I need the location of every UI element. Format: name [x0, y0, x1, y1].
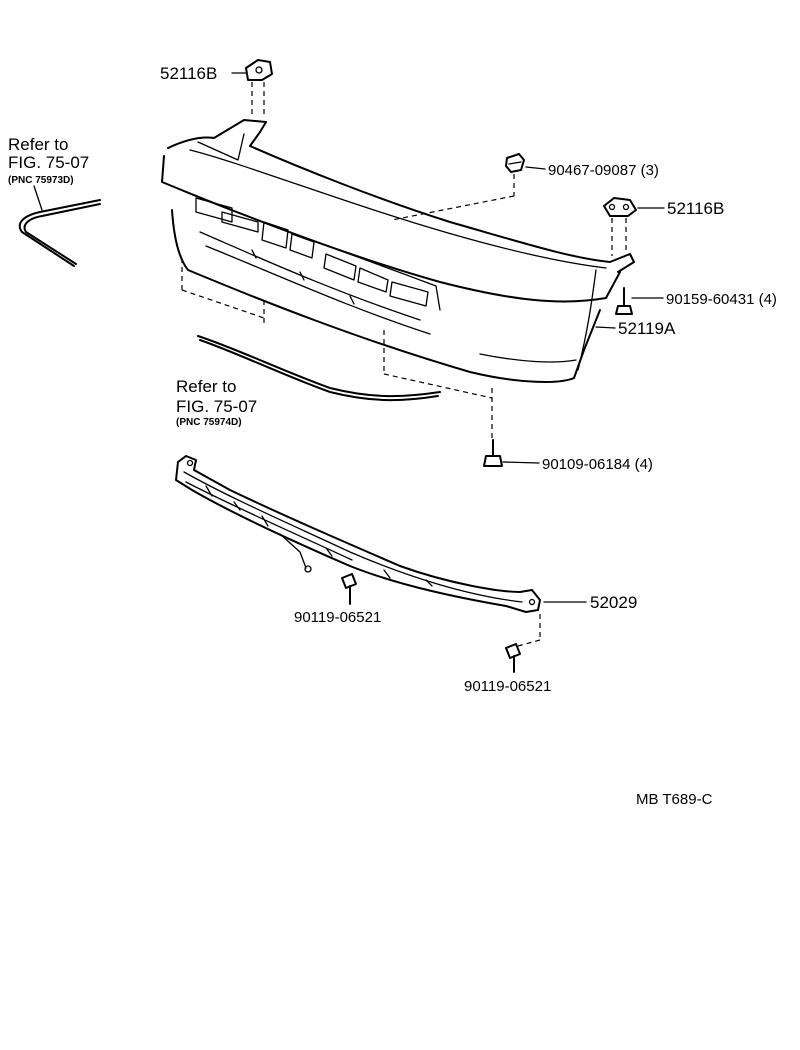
ref-note-lower: Refer to FIG. 75-07 (PNC 75974D) [176, 377, 257, 428]
label-bolt-cover: 90109-06184 (4) [542, 456, 653, 473]
clip-90467[interactable] [391, 153, 525, 221]
bracket-left[interactable] [245, 59, 273, 118]
label-cover: 52119A [618, 319, 676, 338]
label-clip: 90467-09087 (3) [548, 162, 659, 179]
svg-text:(PNC 75974D): (PNC 75974D) [176, 417, 242, 428]
svg-text:Refer to: Refer to [8, 135, 68, 154]
label-screw: 90159-60431 (4) [666, 291, 777, 308]
reinforcement-52029[interactable] [175, 455, 541, 647]
label-bolt-left: 90119-06521 [294, 609, 381, 626]
diagram-code: MB T689-C [636, 791, 713, 808]
molding-lower[interactable] [197, 335, 441, 402]
bolt-90119-left[interactable] [341, 573, 357, 605]
bracket-right[interactable] [603, 197, 637, 256]
screw-90159[interactable] [615, 287, 633, 315]
bolt-90109[interactable] [483, 439, 503, 467]
bumper-cover-52119A[interactable] [161, 119, 635, 438]
bolt-90119-right[interactable] [505, 643, 521, 673]
molding-upper-left[interactable] [18, 199, 101, 267]
svg-text:FIG. 75-07: FIG. 75-07 [8, 153, 89, 172]
svg-text:FIG. 75-07: FIG. 75-07 [176, 397, 257, 416]
ref-note-upper: Refer to FIG. 75-07 (PNC 75973D) [8, 135, 89, 211]
label-reinforcement: 52029 [590, 593, 637, 612]
label-bracket-left: 52116B [160, 64, 217, 83]
svg-text:(PNC 75973D): (PNC 75973D) [8, 175, 74, 186]
label-bracket-right: 52116B [667, 199, 724, 218]
svg-text:Refer to: Refer to [176, 377, 236, 396]
label-bolt-right: 90119-06521 [464, 678, 551, 695]
